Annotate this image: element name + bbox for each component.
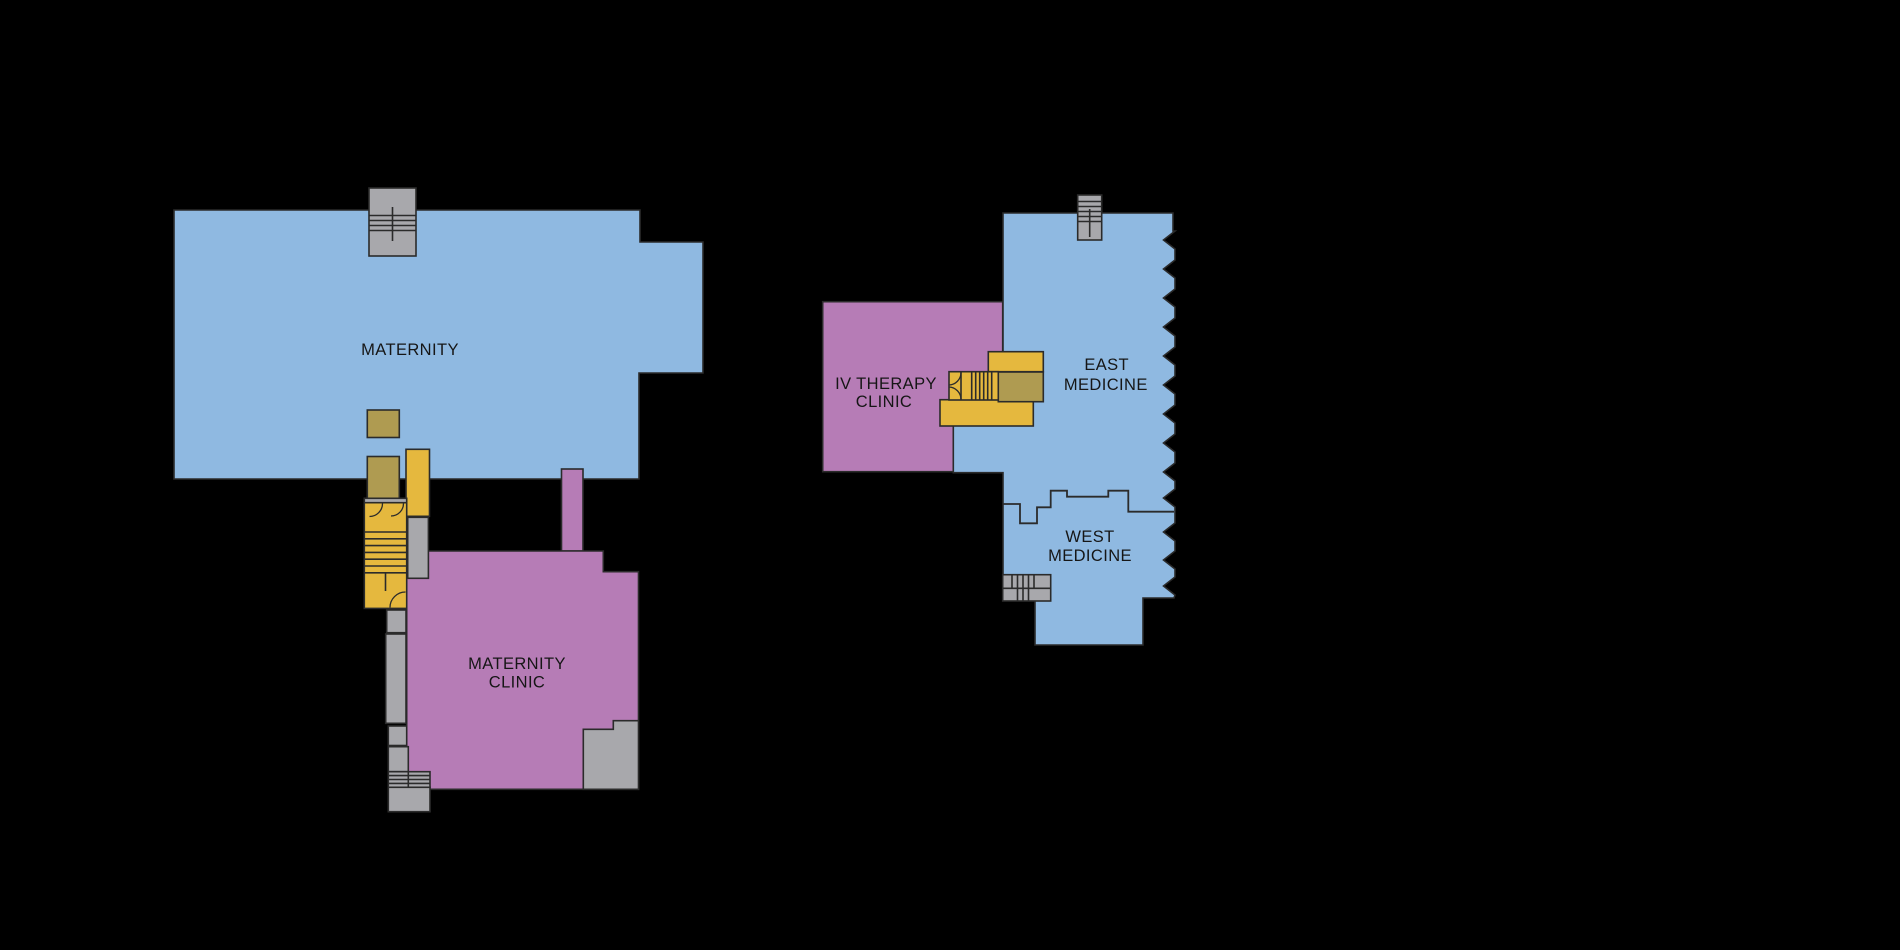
southeast-utility-block (582, 719, 640, 791)
room-label-iv-therapy-line2: CLINIC (856, 393, 913, 411)
right-building: IV THERAPY CLINIC EAST MEDICINE WEST MED… (821, 194, 1178, 646)
corridor-strip-3 (387, 725, 408, 747)
room-label-east-medicine-line2: MEDICINE (1064, 376, 1148, 394)
storage-room-a (366, 409, 401, 439)
room-label-iv-therapy-line1: IV THERAPY (835, 375, 937, 393)
storage-room-b (366, 455, 401, 501)
room-label-maternity: MATERNITY (361, 341, 459, 359)
room-label-maternity-clinic-line1: MATERNITY (468, 655, 566, 673)
stair-landing (405, 448, 431, 518)
west-medicine-stairwell-icon (1001, 573, 1052, 602)
medicine-north-stairwell-icon (1076, 194, 1103, 241)
maternity-south-stairwell-icon (387, 745, 431, 813)
corridor-link (560, 468, 584, 552)
corridor-strip-2 (384, 633, 407, 725)
room-label-west-medicine-line2: MEDICINE (1048, 547, 1132, 565)
maternity-north-stairwell-icon (368, 187, 417, 257)
iv-therapy-stairwell-icon (939, 350, 1045, 427)
room-east-west-medicine (952, 212, 1178, 646)
room-label-west-medicine-line1: WEST (1065, 528, 1114, 546)
maternity-central-stairwell-icon (363, 501, 408, 610)
east-west-divider-wall (1003, 489, 1174, 525)
room-label-east-medicine-line1: EAST (1084, 356, 1129, 374)
left-building: MATERNITY MATERNITY CLINIC (173, 187, 704, 813)
service-block (406, 516, 430, 580)
service-room-olive (997, 371, 1045, 403)
room-label-maternity-clinic-line2: CLINIC (489, 674, 546, 692)
corridor-strip-1 (385, 609, 407, 634)
room-maternity (173, 209, 704, 480)
